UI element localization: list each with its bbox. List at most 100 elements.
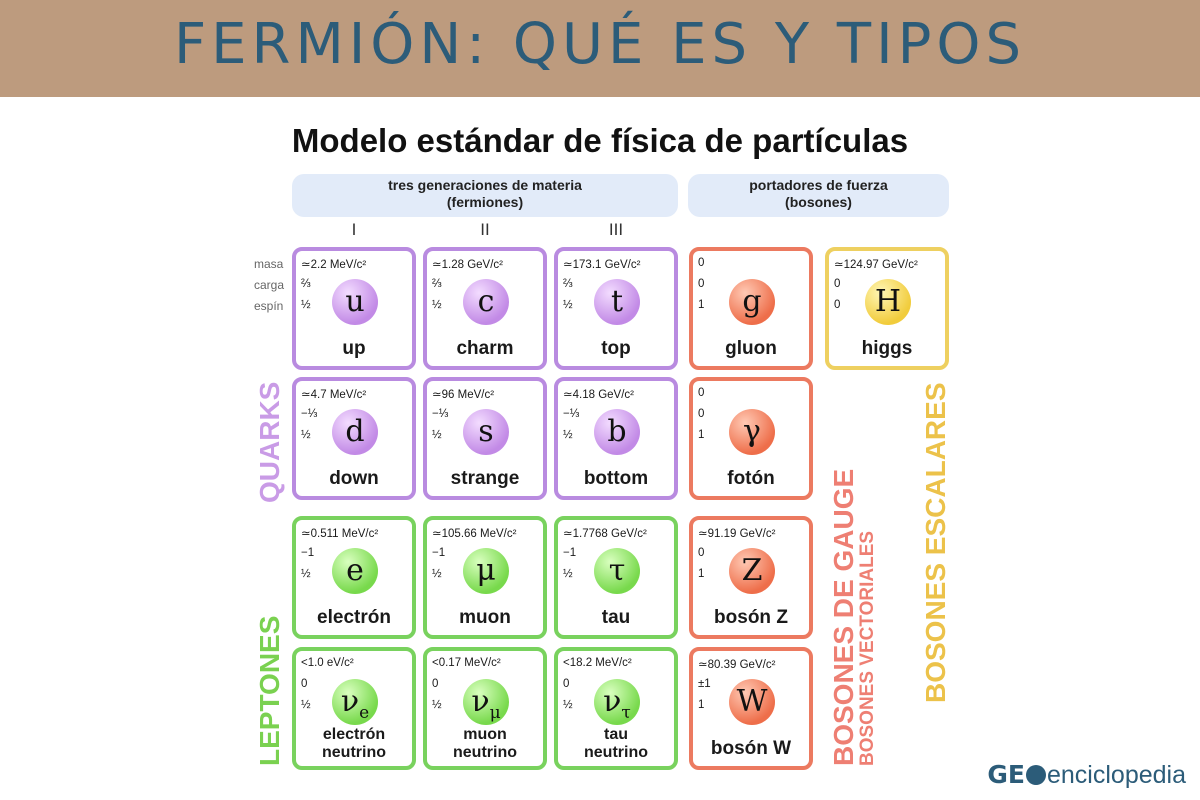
particle-symbol: γ xyxy=(743,414,761,449)
fermions-group-header: tres generaciones de materia (fermiones) xyxy=(292,174,678,217)
particle-name: tau neutrino xyxy=(558,726,674,762)
logo-word-text: enciclopedia xyxy=(1047,761,1186,789)
particle-charge: ±1 xyxy=(698,678,711,690)
particle-card-z-boson: ≃91.19 GeV/c² 0 1 Z bosón Z xyxy=(689,516,813,639)
particle-mass: ≃173.1 GeV/c² xyxy=(563,259,641,271)
particle-charge: −1 xyxy=(563,547,577,559)
particle-card-top: ≃173.1 GeV/c² ⅔ ½ t top xyxy=(554,247,678,370)
particle-mass: ≃4.7 MeV/c² xyxy=(301,389,367,401)
particle-charge: 0 xyxy=(698,278,705,290)
particle-card-higgs: ≃124.97 GeV/c² 0 0 H higgs xyxy=(825,247,949,370)
particle-symbol: ν xyxy=(340,684,360,719)
fermions-header-line1: tres generaciones de materia xyxy=(388,177,582,193)
bosons-group-header: portadores de fuerza (bosones) xyxy=(688,174,949,217)
particle-symbol: μ xyxy=(476,553,496,588)
page-title: FERMIÓN: QUÉ ES Y TIPOS xyxy=(173,12,1027,77)
particle-symbol-ball: g xyxy=(729,279,775,325)
particle-symbol-subscript: τ xyxy=(621,703,631,723)
particle-mass: ≃124.97 GeV/c² xyxy=(834,259,918,271)
particle-mass: 0 xyxy=(698,387,705,399)
particle-spin: ½ xyxy=(563,699,573,711)
particle-mass: ≃96 MeV/c² xyxy=(432,389,495,401)
particle-name-line1: electrón xyxy=(322,726,386,743)
particle-charge: −⅓ xyxy=(432,408,449,420)
bosons-header-line1: portadores de fuerza xyxy=(749,177,888,193)
particle-symbol: H xyxy=(874,284,902,319)
particle-symbol-ball: Z xyxy=(729,548,775,594)
scalar-bosons-label: BOSONES ESCALARES xyxy=(920,382,951,704)
particle-symbol: τ xyxy=(608,553,626,588)
particle-charge: 0 xyxy=(698,408,705,420)
globe-icon xyxy=(1026,765,1046,785)
particle-name-line2: neutrino xyxy=(584,744,648,761)
generation-label-3: III xyxy=(608,220,624,239)
particle-name: higgs xyxy=(861,338,913,359)
particle-name-line1: tau xyxy=(604,726,628,743)
particle-mass: ≃80.39 GeV/c² xyxy=(698,659,776,671)
logo-geo-text: GE xyxy=(987,760,1025,789)
particle-spin: ½ xyxy=(432,299,442,311)
geoenciclopedia-logo: GE enciclopedia xyxy=(987,760,1186,790)
particle-mass: ≃91.19 GeV/c² xyxy=(698,528,776,540)
particle-symbol-ball: s xyxy=(463,409,509,455)
particle-spin: 0 xyxy=(834,299,841,311)
particle-name: strange xyxy=(450,468,520,489)
particle-card-photon: 0 0 1 γ fotón xyxy=(689,377,813,500)
particle-name: muon neutrino xyxy=(427,726,543,762)
particle-spin: ½ xyxy=(432,699,442,711)
particle-symbol: ν xyxy=(603,684,622,719)
particle-spin: 1 xyxy=(698,699,705,711)
particle-name: top xyxy=(601,338,631,359)
particle-name: charm xyxy=(456,338,514,359)
particle-spin: 1 xyxy=(698,429,705,441)
particle-charge: 0 xyxy=(301,678,308,690)
particle-symbol: e xyxy=(346,553,364,588)
generation-label-1: I xyxy=(351,220,357,239)
particle-spin: ½ xyxy=(563,429,573,441)
particle-symbol: c xyxy=(477,284,495,319)
particle-charge: 0 xyxy=(698,547,705,559)
particle-symbol-ball: b xyxy=(594,409,640,455)
particle-mass: ≃105.66 MeV/c² xyxy=(432,528,517,540)
row-label-charge: carga xyxy=(254,278,285,292)
particle-mass: <18.2 MeV/c² xyxy=(563,657,632,669)
particle-card-strange: ≃96 MeV/c² −⅓ ½ s strange xyxy=(423,377,547,500)
particle-symbol: Z xyxy=(741,553,763,588)
particle-symbol: t xyxy=(610,284,624,319)
particle-symbol-subscript: μ xyxy=(489,703,501,723)
particle-name: muon xyxy=(459,607,511,628)
particle-spin: ½ xyxy=(563,568,573,580)
particle-name: up xyxy=(342,338,366,359)
particle-symbol-subscript: e xyxy=(359,703,370,723)
diagram-title: Modelo estándar de física de partículas xyxy=(291,122,909,159)
particle-mass: ≃4.18 GeV/c² xyxy=(563,389,634,401)
particle-symbol-ball: d xyxy=(332,409,378,455)
particle-charge: ⅔ xyxy=(301,278,311,290)
particle-charge: 0 xyxy=(834,278,841,290)
particle-charge: 0 xyxy=(432,678,439,690)
particle-symbol: W xyxy=(736,684,768,719)
particle-mass: 0 xyxy=(698,257,705,269)
particle-charge: −1 xyxy=(301,547,315,559)
particle-spin: 1 xyxy=(698,568,705,580)
particle-name: gluon xyxy=(725,338,777,359)
particle-mass: <0.17 MeV/c² xyxy=(432,657,501,669)
particle-card-down: ≃4.7 MeV/c² −⅓ ½ d down xyxy=(292,377,416,500)
particle-symbol-ball: μ xyxy=(463,548,509,594)
particle-card-up: ≃2.2 MeV/c² ⅔ ½ u up xyxy=(292,247,416,370)
particle-symbol-ball: νe xyxy=(332,679,378,725)
particle-name: electrón neutrino xyxy=(296,726,412,762)
particle-mass: ≃2.2 MeV/c² xyxy=(301,259,367,271)
particle-mass: <1.0 eV/c² xyxy=(301,657,354,669)
particle-name: electrón xyxy=(317,607,391,628)
particle-symbol-ball: γ xyxy=(729,409,775,455)
particle-symbol: g xyxy=(742,284,762,319)
particle-card-muon-neutrino: <0.17 MeV/c² 0 ½ νμ muon neutrino xyxy=(423,647,547,770)
particle-spin: ½ xyxy=(301,429,311,441)
particle-charge: −⅓ xyxy=(563,408,580,420)
particle-symbol-ball: e xyxy=(332,548,378,594)
particle-card-tau-neutrino: <18.2 MeV/c² 0 ½ ντ tau neutrino xyxy=(554,647,678,770)
particle-card-tau: ≃1.7768 GeV/c² −1 ½ τ tau xyxy=(554,516,678,639)
fermions-header-line2: (fermiones) xyxy=(446,194,524,210)
particle-symbol-ball: ντ xyxy=(594,679,640,725)
